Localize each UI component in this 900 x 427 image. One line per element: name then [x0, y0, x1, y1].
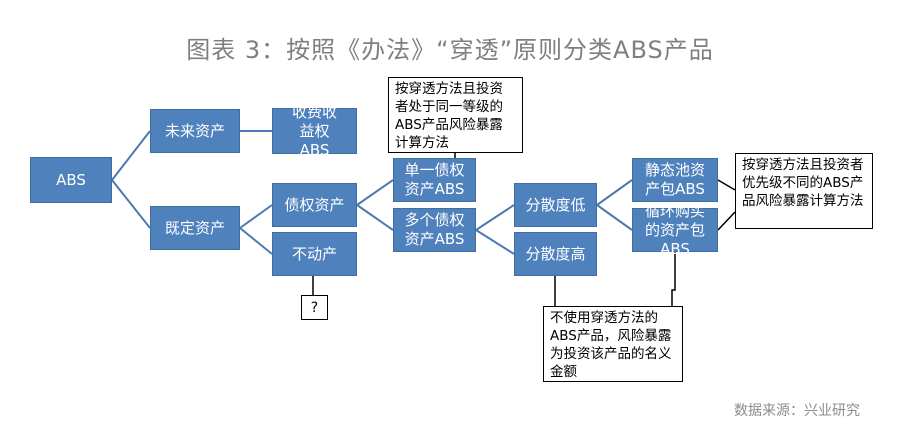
node-future-assets: 未来资产	[150, 109, 240, 153]
node-abs-label: ABS	[56, 170, 86, 189]
edge-existing-debt	[239, 204, 273, 229]
edge-multi-low	[475, 204, 515, 231]
node-real-estate-label: 不动产	[291, 244, 337, 263]
node-high-dispersion-label: 分散度高	[525, 244, 586, 263]
edge-abs-future	[111, 130, 151, 181]
node-real-estate: 不动产	[272, 232, 357, 276]
edge-multi-high	[475, 229, 515, 255]
node-revolving-pool-label: 循环购买的资产包ABS	[644, 201, 705, 258]
node-existing-assets: 既定资产	[150, 206, 240, 250]
node-static-pool: 静态池资产包ABS	[632, 158, 718, 202]
node-low-dispersion: 分散度低	[514, 183, 597, 227]
node-debt-assets: 债权资产	[272, 183, 357, 227]
note-different-priority: 按穿透方法且投资者优先级不同的ABS产品风险暴露计算方法	[735, 153, 873, 229]
node-static-pool-label: 静态池资产包ABS	[644, 161, 705, 198]
edge-low-revolving	[596, 204, 633, 231]
edge-existing-realestate	[239, 227, 273, 255]
node-fee-income-rights-label: 收费收益权ABS	[291, 102, 337, 159]
node-revolving-pool: 循环购买的资产包ABS	[632, 202, 718, 258]
node-multi-debt-label: 多个债权资产ABS	[404, 211, 465, 248]
node-abs: ABS	[30, 157, 112, 203]
node-single-debt: 单一债权资产ABS	[393, 158, 476, 202]
note-no-lookthrough: 不使用穿透方法的ABS产品，风险暴露为投资该产品的名义金额	[543, 306, 683, 382]
edge-debt-single	[356, 179, 394, 206]
note-different-priority-text: 按穿透方法且投资者优先级不同的ABS产品风险暴露计算方法	[742, 157, 864, 209]
node-high-dispersion: 分散度高	[514, 232, 597, 276]
note-no-lookthrough-text: 不使用穿透方法的ABS产品，风险暴露为投资该产品的名义金额	[550, 310, 672, 380]
node-multi-debt: 多个债权资产ABS	[393, 208, 476, 252]
note-same-tier-text: 按穿透方法且投资者处于同一等级的ABS产品风险暴露计算方法	[395, 81, 503, 151]
data-source: 数据来源：兴业研究	[734, 403, 860, 419]
note-same-tier: 按穿透方法且投资者处于同一等级的ABS产品风险暴露计算方法	[388, 77, 523, 153]
node-low-dispersion-label: 分散度低	[525, 195, 586, 214]
node-unknown: ?	[301, 295, 328, 320]
node-fee-income-rights: 收费收益权ABS	[272, 103, 357, 159]
node-single-debt-label: 单一债权资产ABS	[404, 161, 465, 198]
edge-abs-existing	[111, 179, 151, 229]
edge-revolving-bottom-note	[671, 252, 676, 306]
figure-title: 图表 3：按照《办法》“穿透”原则分类ABS产品	[186, 36, 714, 64]
edge-low-static	[596, 179, 633, 206]
node-debt-assets-label: 债权资产	[284, 195, 345, 214]
edge-revolving-note	[717, 211, 736, 231]
edge-debt-multi	[356, 204, 394, 231]
edge-static-note	[717, 179, 736, 191]
node-unknown-label: ?	[310, 299, 319, 316]
node-existing-assets-label: 既定资产	[164, 218, 225, 237]
node-future-assets-label: 未来资产	[164, 121, 225, 140]
